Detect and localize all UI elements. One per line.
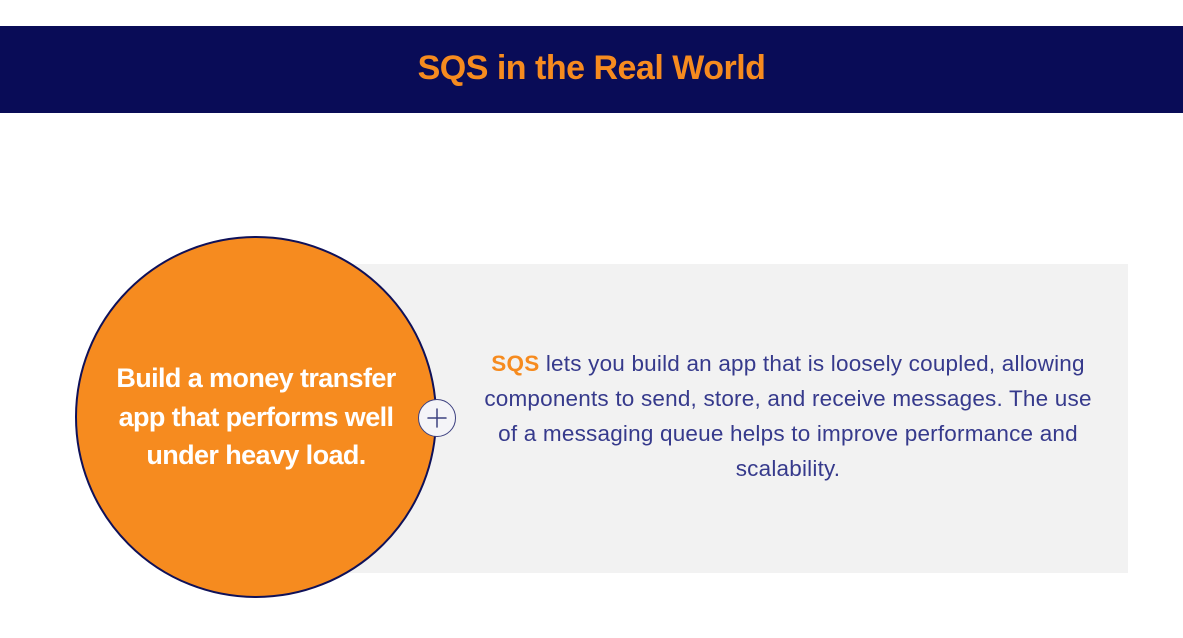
description-text: lets you build an app that is loosely co… <box>484 351 1092 481</box>
info-description: SQS lets you build an app that is loosel… <box>478 346 1098 486</box>
use-case-circle: Build a money transfer app that performs… <box>75 236 437 598</box>
use-case-text: Build a money transfer app that performs… <box>116 363 396 471</box>
page-title: SQS in the Real World <box>417 49 766 87</box>
header-bar: SQS in the Real World <box>0 26 1183 113</box>
plus-icon <box>427 408 447 428</box>
accent-term: SQS <box>491 351 540 376</box>
expand-button[interactable] <box>418 399 456 437</box>
